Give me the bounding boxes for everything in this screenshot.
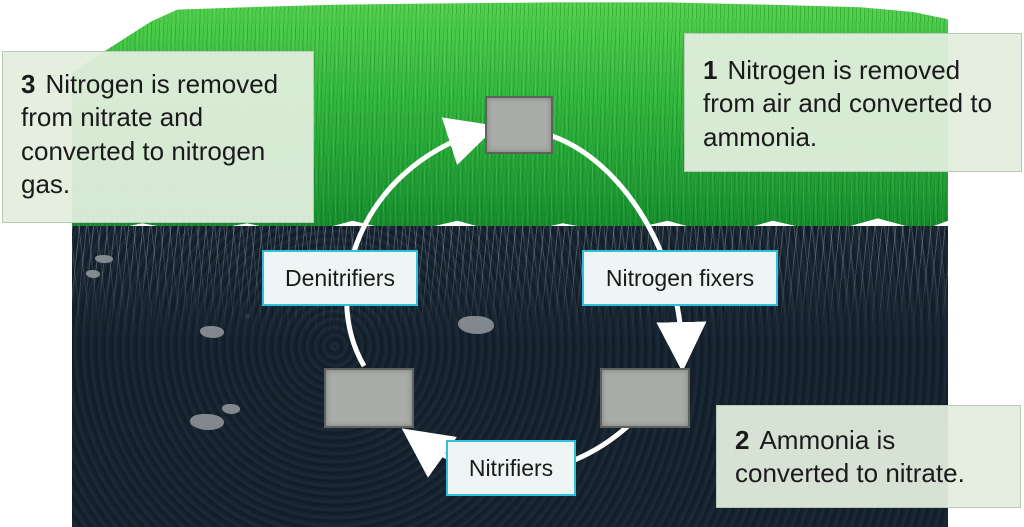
step-3-text: Nitrogen is removed from nitrate and con… <box>21 69 279 199</box>
node-nitrate <box>324 368 414 428</box>
soil-stone <box>86 270 100 278</box>
roots-layer <box>72 226 948 336</box>
node-atmospheric-nitrogen <box>485 96 553 154</box>
soil-stone <box>95 255 113 263</box>
soil-stone <box>200 326 224 338</box>
arrow-air-to-ammonia <box>551 133 707 372</box>
nitrifiers-label: Nitrifiers <box>446 440 576 496</box>
soil-stone <box>190 414 224 430</box>
soil-stone <box>458 316 494 334</box>
arrow-nitrate-to-air <box>344 117 498 368</box>
step-1-text: Nitrogen is removed from air and convert… <box>703 55 993 152</box>
step-2-text: Ammonia is converted to nitrate. <box>735 425 965 489</box>
nitrogen-fixers-label: Nitrogen fixers <box>582 250 778 306</box>
step-3-number: 3 <box>21 69 36 99</box>
node-ammonia <box>600 368 690 428</box>
soil-stone <box>222 404 240 414</box>
step-1-number: 1 <box>703 55 718 85</box>
step-2-number: 2 <box>735 425 750 455</box>
denitrifiers-label: Denitrifiers <box>262 250 418 306</box>
